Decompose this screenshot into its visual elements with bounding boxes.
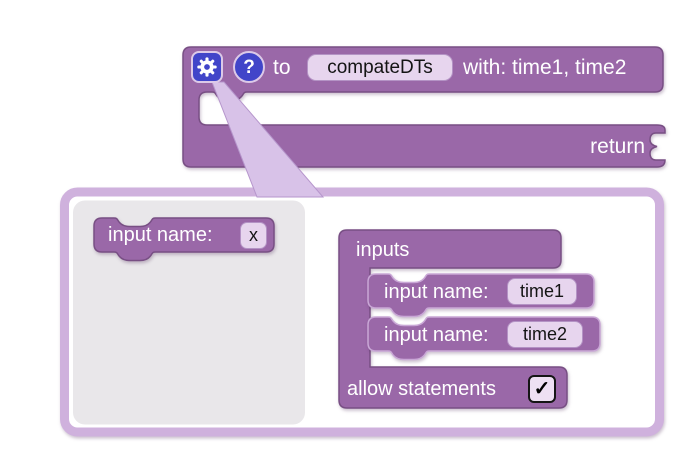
flyout-input-name-field[interactable]: x bbox=[240, 222, 267, 249]
bubble-pointer bbox=[211, 81, 325, 198]
help-button[interactable]: ? bbox=[233, 51, 265, 83]
input-row-1-label: input name: bbox=[384, 281, 489, 303]
gear-icon bbox=[197, 57, 217, 77]
procedure-definition-block[interactable] bbox=[182, 46, 666, 168]
return-label: return bbox=[590, 135, 645, 158]
procedure-name-field[interactable]: compateDTs bbox=[307, 54, 453, 81]
allow-statements-label: allow statements bbox=[347, 378, 496, 400]
procedure-params-label: with: time1, time2 bbox=[463, 56, 627, 79]
input-row-2-name-field[interactable]: time2 bbox=[507, 321, 583, 348]
input-row-2-label: input name: bbox=[384, 324, 489, 346]
allow-statements-checkbox[interactable]: ✓ bbox=[528, 375, 556, 403]
question-mark-icon: ? bbox=[243, 56, 255, 78]
mutator-gear-button[interactable] bbox=[191, 51, 223, 83]
input-row-1-name-field[interactable]: time1 bbox=[507, 278, 577, 305]
procedure-prefix-label: to bbox=[273, 56, 291, 79]
flyout-input-label: input name: bbox=[108, 224, 213, 246]
checkmark-icon: ✓ bbox=[533, 378, 551, 400]
inputs-title-label: inputs bbox=[356, 239, 410, 261]
flyout-input-block[interactable] bbox=[93, 217, 275, 262]
